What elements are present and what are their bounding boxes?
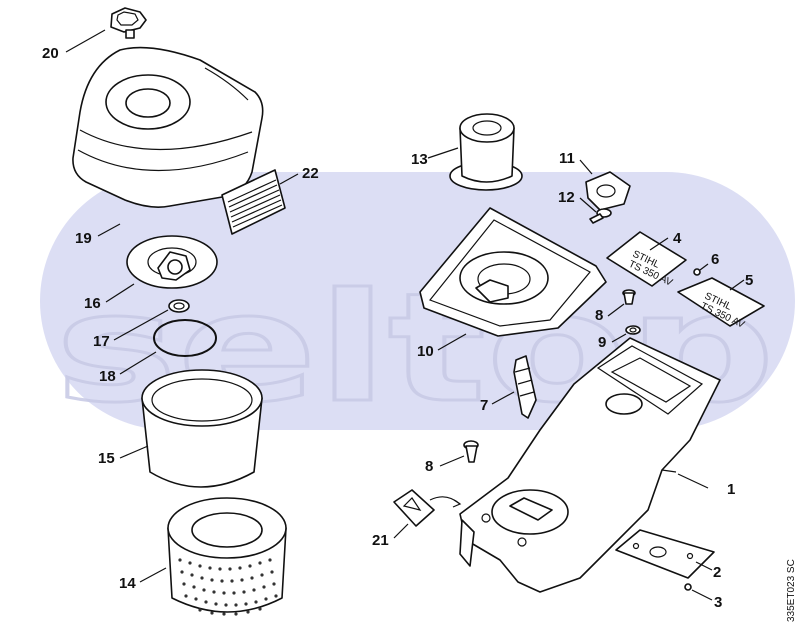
part-14-filter [167, 497, 287, 616]
label-7: 7 [480, 397, 488, 414]
part-9-washer [625, 325, 641, 335]
label-14: 14 [119, 575, 136, 592]
part-1-housing [459, 337, 721, 593]
part-7-stud [513, 355, 537, 419]
part-6-rivet [693, 268, 701, 276]
label-8-lower: 8 [425, 458, 433, 475]
part-22-grille [221, 169, 286, 235]
part-8-screw-lower [463, 440, 479, 463]
label-15: 15 [98, 450, 115, 467]
label-13: 13 [411, 151, 428, 168]
part-3-rivet [684, 583, 692, 591]
label-11: 11 [559, 150, 575, 167]
part-21-label [393, 489, 462, 527]
part-20-knob [110, 7, 147, 39]
label-4: 4 [673, 230, 682, 247]
part-2-bracket [615, 529, 715, 579]
label-8-upper: 8 [595, 307, 603, 324]
label-19: 19 [75, 230, 92, 247]
label-5: 5 [745, 272, 753, 289]
part-11-flange [585, 171, 631, 211]
label-16: 16 [84, 295, 101, 312]
part-12-screw [589, 208, 612, 224]
label-17: 17 [93, 333, 110, 350]
callout-labels: 1 2 3 4 5 6 7 8 8 9 10 11 12 13 14 15 16… [42, 45, 753, 611]
label-2: 2 [713, 564, 721, 581]
part-15-sleeve [141, 369, 263, 488]
part-18-gasket [153, 319, 217, 357]
part-10-shroud [419, 207, 607, 337]
part-19-cover [72, 46, 264, 208]
label-3: 3 [714, 594, 722, 611]
filter-perforation [178, 558, 278, 616]
part-16-plate [126, 235, 218, 289]
label-20: 20 [42, 45, 59, 62]
part-4-decal: STIHL TS 350 AV [606, 231, 687, 289]
label-9: 9 [598, 334, 606, 351]
label-1: 1 [727, 481, 735, 498]
label-10: 10 [417, 343, 434, 360]
label-6: 6 [711, 251, 719, 268]
part-8-screw-upper [622, 289, 636, 305]
label-21: 21 [372, 532, 389, 549]
drawing-code: 335ET023 SC [786, 559, 797, 622]
label-22: 22 [302, 165, 319, 182]
leader-lines [65, 29, 745, 601]
label-18: 18 [99, 368, 116, 385]
part-13-intake [449, 113, 523, 191]
part-17-oring [168, 299, 190, 313]
label-12: 12 [558, 189, 575, 206]
